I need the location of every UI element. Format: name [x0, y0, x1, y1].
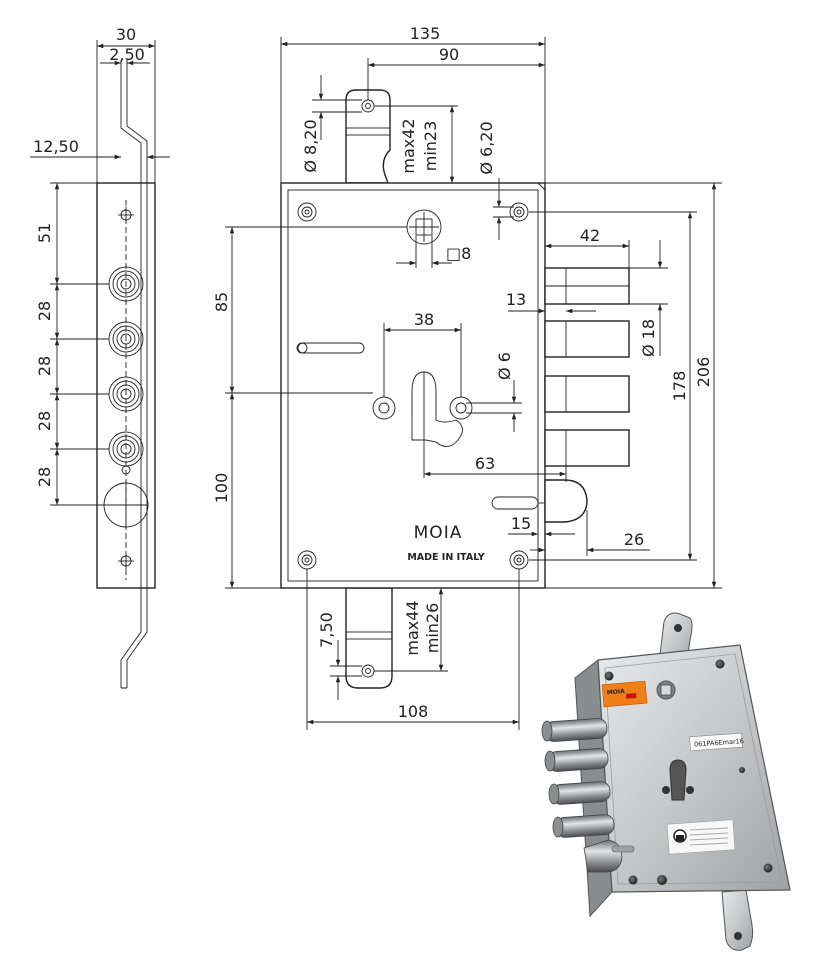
- dim-square: □8: [446, 244, 471, 263]
- latch: [491, 479, 588, 523]
- dim-backset: 63: [475, 454, 495, 473]
- photo-warning-label: [666, 819, 736, 855]
- bolt-2: [544, 320, 630, 358]
- dim-bolt-length: 42: [580, 226, 600, 245]
- cylinder-cutout: [372, 371, 473, 478]
- dim-top-max: max42: [399, 118, 418, 173]
- dim-cylinder-hole: Ø 6: [495, 352, 514, 380]
- dim-side-pitch-3: 28: [35, 411, 54, 431]
- dim-bolt-dia: Ø 18: [639, 319, 658, 357]
- dim-side-pitch-2: 28: [35, 356, 54, 376]
- dim-bottom-max: max44: [403, 600, 422, 655]
- dim-latch-width: 26: [624, 530, 644, 549]
- photo-code-label: 061PA6Emar16: [689, 732, 744, 752]
- dim-side-bend: 12,50: [33, 137, 79, 156]
- dim-latch-offset: 15: [511, 514, 531, 533]
- dim-total-width: 135: [410, 24, 441, 43]
- dim-side-pitch-1: 28: [35, 301, 54, 321]
- dim-cylinder-spacing: 38: [414, 310, 434, 329]
- bolt-3: [544, 375, 630, 413]
- bolt-1: [544, 267, 630, 305]
- dim-bottom-min: min26: [423, 603, 442, 654]
- dim-height-total: 206: [694, 357, 713, 388]
- dim-side-first: 51: [35, 223, 54, 243]
- dim-bolt-gap: 13: [506, 290, 526, 309]
- case-screw-top-left: [297, 202, 317, 222]
- dim-side-offset: 2,50: [109, 45, 145, 64]
- dim-bottom-width: 108: [398, 702, 429, 721]
- side-view: 30 2,50 12,50 51 28 28 28 28: [30, 25, 170, 689]
- svg-text:MOIA: MOIA: [607, 688, 626, 697]
- brand-name: MOIA: [414, 523, 463, 543]
- photo-bolts: [541, 718, 615, 838]
- lock-product-photo: MOIA 061PA6Emar16: [541, 612, 791, 951]
- dim-bottom-hole: 7,50: [317, 612, 336, 648]
- dim-corner-hole: Ø 6,20: [477, 121, 496, 174]
- svg-text:061PA6Emar16: 061PA6Emar16: [694, 737, 744, 748]
- dim-lower-height: 100: [212, 473, 231, 504]
- dim-side-width: 30: [116, 25, 136, 44]
- dim-top-strike-offset: 90: [439, 45, 459, 64]
- dim-height-inner: 178: [670, 371, 689, 402]
- spindle-hole: [406, 209, 442, 245]
- brand-tagline: MADE IN ITALY: [407, 552, 484, 563]
- photo-sticker: MOIA: [601, 680, 648, 708]
- front-view: MOIA MADE IN ITALY 135 90 Ø 8,20 max42 m…: [212, 24, 722, 730]
- dim-side-pitch-4: 28: [35, 467, 54, 487]
- dim-top-hole: Ø 8,20: [301, 119, 320, 172]
- case-screw-top-right: [509, 202, 529, 222]
- dim-top-min: min23: [421, 121, 440, 172]
- bolt-4: [544, 429, 630, 467]
- dim-upper-height: 85: [212, 292, 231, 312]
